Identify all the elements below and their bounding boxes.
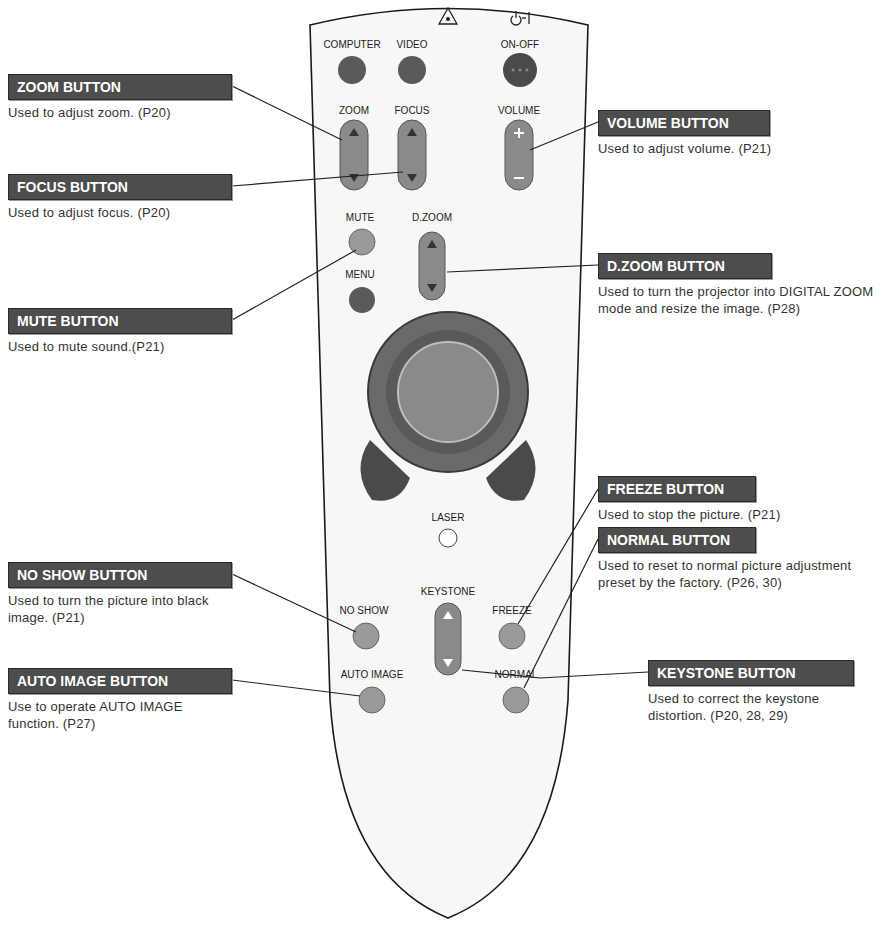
laser-warning-symbol [439, 8, 457, 24]
callout-box: D.ZOOM BUTTON Used to turn the projector … [598, 253, 878, 317]
button-label: KEYSTONE [421, 586, 475, 597]
button-label: AUTO IMAGE [341, 669, 404, 680]
button-label: LASER [432, 512, 465, 523]
callout-heading: FREEZE BUTTON [598, 476, 756, 502]
callout-box: FREEZE BUTTON Used to stop the picture. (… [598, 476, 798, 523]
volume-rocker [505, 120, 533, 190]
button-label: MUTE [346, 212, 374, 223]
dzoom-rocker [419, 232, 445, 300]
laser-button [439, 529, 457, 547]
callout-heading: AUTO IMAGE BUTTON [8, 668, 232, 694]
video-button [398, 56, 426, 84]
button-label: VIDEO [396, 39, 427, 50]
callout-heading: MUTE BUTTON [8, 308, 232, 334]
callout-box: ZOOM BUTTON Used to adjust zoom. (P20) [8, 74, 232, 121]
callout-box: NORMAL BUTTON Used to reset to normal pic… [598, 527, 878, 591]
menu-button [349, 287, 375, 313]
callout-description: Used to turn the projector into DIGITAL … [598, 283, 878, 317]
button-label: FOCUS [395, 105, 430, 116]
button-label: FREEZE [492, 605, 531, 616]
callout-heading: ZOOM BUTTON [8, 74, 232, 100]
button-label: ON-OFF [501, 39, 539, 50]
button-label: COMPUTER [323, 39, 380, 50]
power-symbol [511, 11, 529, 25]
normal-button [503, 687, 529, 713]
zoom-rocker [340, 120, 368, 190]
callout-box: MUTE BUTTON Used to mute sound.(P21) [8, 308, 232, 355]
callout-description: Used to adjust zoom. (P20) [8, 104, 232, 121]
callout-heading: KEYSTONE BUTTON [648, 660, 854, 686]
no-show-button [353, 623, 379, 649]
freeze-button [499, 623, 525, 649]
callout-heading: D.ZOOM BUTTON [598, 253, 772, 279]
button-label: ZOOM [339, 105, 369, 116]
pointer-pad [360, 312, 535, 501]
callout-heading: FOCUS BUTTON [8, 174, 232, 200]
callout-box: AUTO IMAGE BUTTON Use to operate AUTO IMA… [8, 668, 232, 732]
callout-description: Used to turn the picture into black imag… [8, 592, 232, 626]
button-label: NO SHOW [340, 605, 389, 616]
callout-box: NO SHOW BUTTON Used to turn the picture i… [8, 562, 232, 626]
auto-image-button [359, 687, 385, 713]
callout-heading: NORMAL BUTTON [598, 527, 756, 553]
remote-body [310, 9, 588, 919]
power-button [503, 53, 537, 87]
leader-lines [232, 86, 648, 696]
callout-description: Use to operate AUTO IMAGE function. (P27… [8, 698, 232, 732]
callout-description: Used to adjust volume. (P21) [598, 140, 788, 157]
keystone-rocker [435, 603, 461, 675]
power-button-dots [512, 69, 529, 72]
button-label: NORMAL [495, 669, 538, 680]
callout-description: Used to mute sound.(P21) [8, 338, 232, 355]
callout-box: FOCUS BUTTON Used to adjust focus. (P20) [8, 174, 232, 221]
callout-box: VOLUME BUTTON Used to adjust volume. (P21… [598, 110, 788, 157]
callout-box: KEYSTONE BUTTON Used to correct the keyst… [648, 660, 874, 724]
callout-description: Used to adjust focus. (P20) [8, 204, 232, 221]
callout-heading: VOLUME BUTTON [598, 110, 770, 136]
computer-button [338, 56, 366, 84]
callout-description: Used to reset to normal picture adjustme… [598, 557, 878, 591]
callout-description: Used to correct the keystone distortion.… [648, 690, 874, 724]
button-label: D.ZOOM [412, 212, 452, 223]
focus-rocker [398, 120, 426, 190]
callout-description: Used to stop the picture. (P21) [598, 506, 798, 523]
callout-heading: NO SHOW BUTTON [8, 562, 232, 588]
button-label: VOLUME [498, 105, 540, 116]
button-label: MENU [345, 269, 374, 280]
